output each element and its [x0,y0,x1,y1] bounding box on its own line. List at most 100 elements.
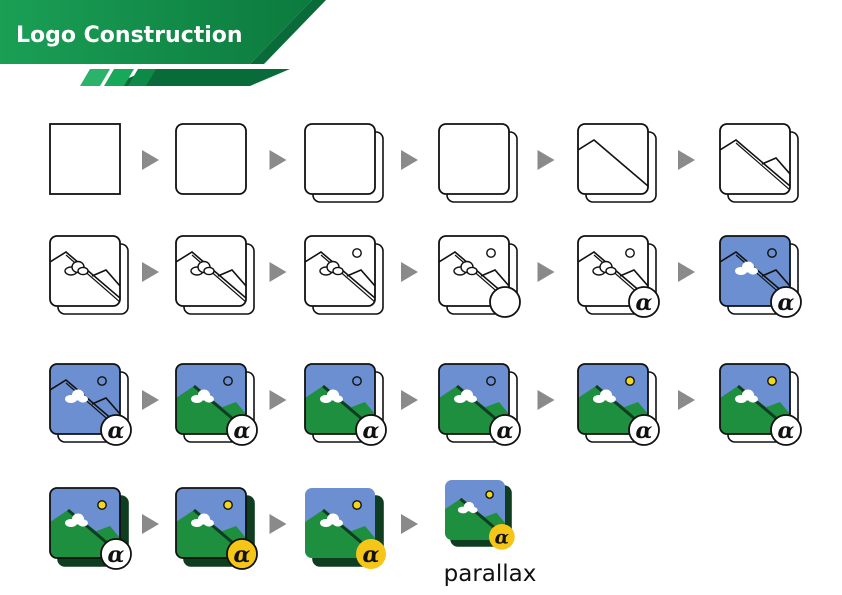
cloud-icon [454,389,477,403]
front-card-outline [304,235,376,307]
step-icon-20: α [175,487,258,570]
front-card-outline [175,123,247,195]
cloud-icon [453,260,478,276]
front-card-outline [304,363,376,435]
alpha-badge-icon: α [356,539,386,569]
step-icon-8 [175,235,255,315]
arrow-right-icon [678,390,695,410]
front-card-outline [49,487,121,559]
front-card-outline [438,235,510,307]
cloud-icon [735,261,758,275]
alpha-glyph: α [108,418,125,444]
front-card [176,124,246,194]
front-card-outline [49,123,121,195]
front-card-outline [49,235,121,307]
arrow-right-icon [537,390,555,410]
arrow-right-icon [537,262,555,282]
badge-circle [628,414,660,446]
alpha-badge-icon: α [489,524,515,550]
arrow-right-icon [269,390,287,410]
sun-icon [352,500,362,510]
cloud-icon [457,501,478,514]
card-artwork [720,248,790,303]
step-icon-17: α [577,363,660,446]
badge-circle [489,524,515,550]
arrow-right-icon [142,390,159,410]
step-icon-10 [438,235,521,318]
step-icon-7 [49,235,129,315]
mountain-line-icon [720,139,790,187]
badge-circle [770,286,802,318]
sun-icon [97,376,107,386]
card-artwork [578,248,648,303]
sun-icon [767,376,777,386]
cloud-icon [592,260,617,276]
badge-circle [226,538,258,570]
badge-circle [356,539,386,569]
badge-circle [489,414,521,446]
arrow-right-icon [401,514,418,534]
cloud-icon [735,389,758,403]
step-icon-5 [577,123,657,203]
front-card-outline [438,123,510,195]
alpha-glyph: α [636,418,653,444]
front-card-outline [175,235,247,307]
step-icon-14: α [175,363,258,446]
sun-icon [486,248,496,258]
badge-circle [355,414,387,446]
arrow-right-icon [537,150,555,170]
front-card-outline [577,235,649,307]
banner-accent-stripe-1 [80,69,110,86]
card-artwork [176,251,246,303]
cloud-icon [593,389,616,403]
mountain-second-line-icon [480,269,509,287]
step-icon-18: α [719,363,802,446]
sun-icon [223,500,233,510]
alpha-glyph: α [363,418,380,444]
alpha-glyph: α [363,542,380,568]
badge-circle [100,414,132,446]
mountain-second-line-icon [761,269,790,287]
banner-accent-stripe-2 [104,69,134,86]
cloud-icon [320,389,343,403]
mountain-second-line-icon [91,397,120,415]
alpha-badge-icon: α [770,286,802,318]
sun-icon [223,376,233,386]
badge-circle [100,538,132,570]
sun-icon [97,500,107,510]
cloud-icon [191,513,214,527]
arrow-right-icon [269,514,287,534]
arrow-right-icon [401,390,418,410]
alpha-badge-icon: α [100,414,132,446]
arrow-right-icon [269,262,287,282]
arrow-right-icon [142,514,159,534]
step-icon-19: α [49,487,132,570]
step-arrows [142,150,695,534]
mountain-second-line-icon [217,269,246,287]
front-card [305,124,375,194]
front-card-outline [49,363,121,435]
mountain-line-icon [50,251,120,299]
mountain-line-icon [176,251,246,299]
front-card-outline [719,235,791,307]
front-card-outline [438,363,510,435]
final-logo-label: parallax [444,561,537,587]
front-card-outline [719,363,791,435]
banner-shadow-stripe [110,69,290,86]
mountain-line-icon [305,251,375,299]
step-icon-1 [49,123,121,195]
arrow-right-icon [401,262,418,282]
step-icon-16: α [438,363,521,446]
alpha-badge-icon: α [226,414,258,446]
step-icon-15: α [304,363,387,446]
mountain-second-line-icon [761,157,790,175]
front-card-outline [304,123,376,195]
sun-icon [625,248,635,258]
page-title: Logo Construction [16,23,243,48]
alpha-glyph: α [495,527,510,549]
alpha-badge-icon: α [355,414,387,446]
front-card-outline [175,363,247,435]
card-artwork [578,139,648,187]
banner-edge [250,0,326,64]
